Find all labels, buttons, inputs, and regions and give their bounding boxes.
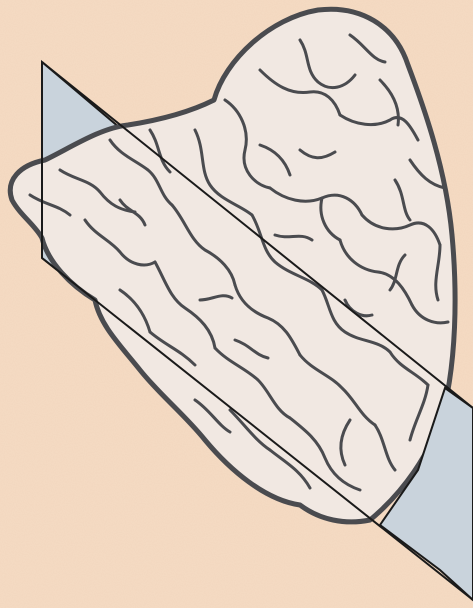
brain-section-illustration [0, 0, 473, 608]
